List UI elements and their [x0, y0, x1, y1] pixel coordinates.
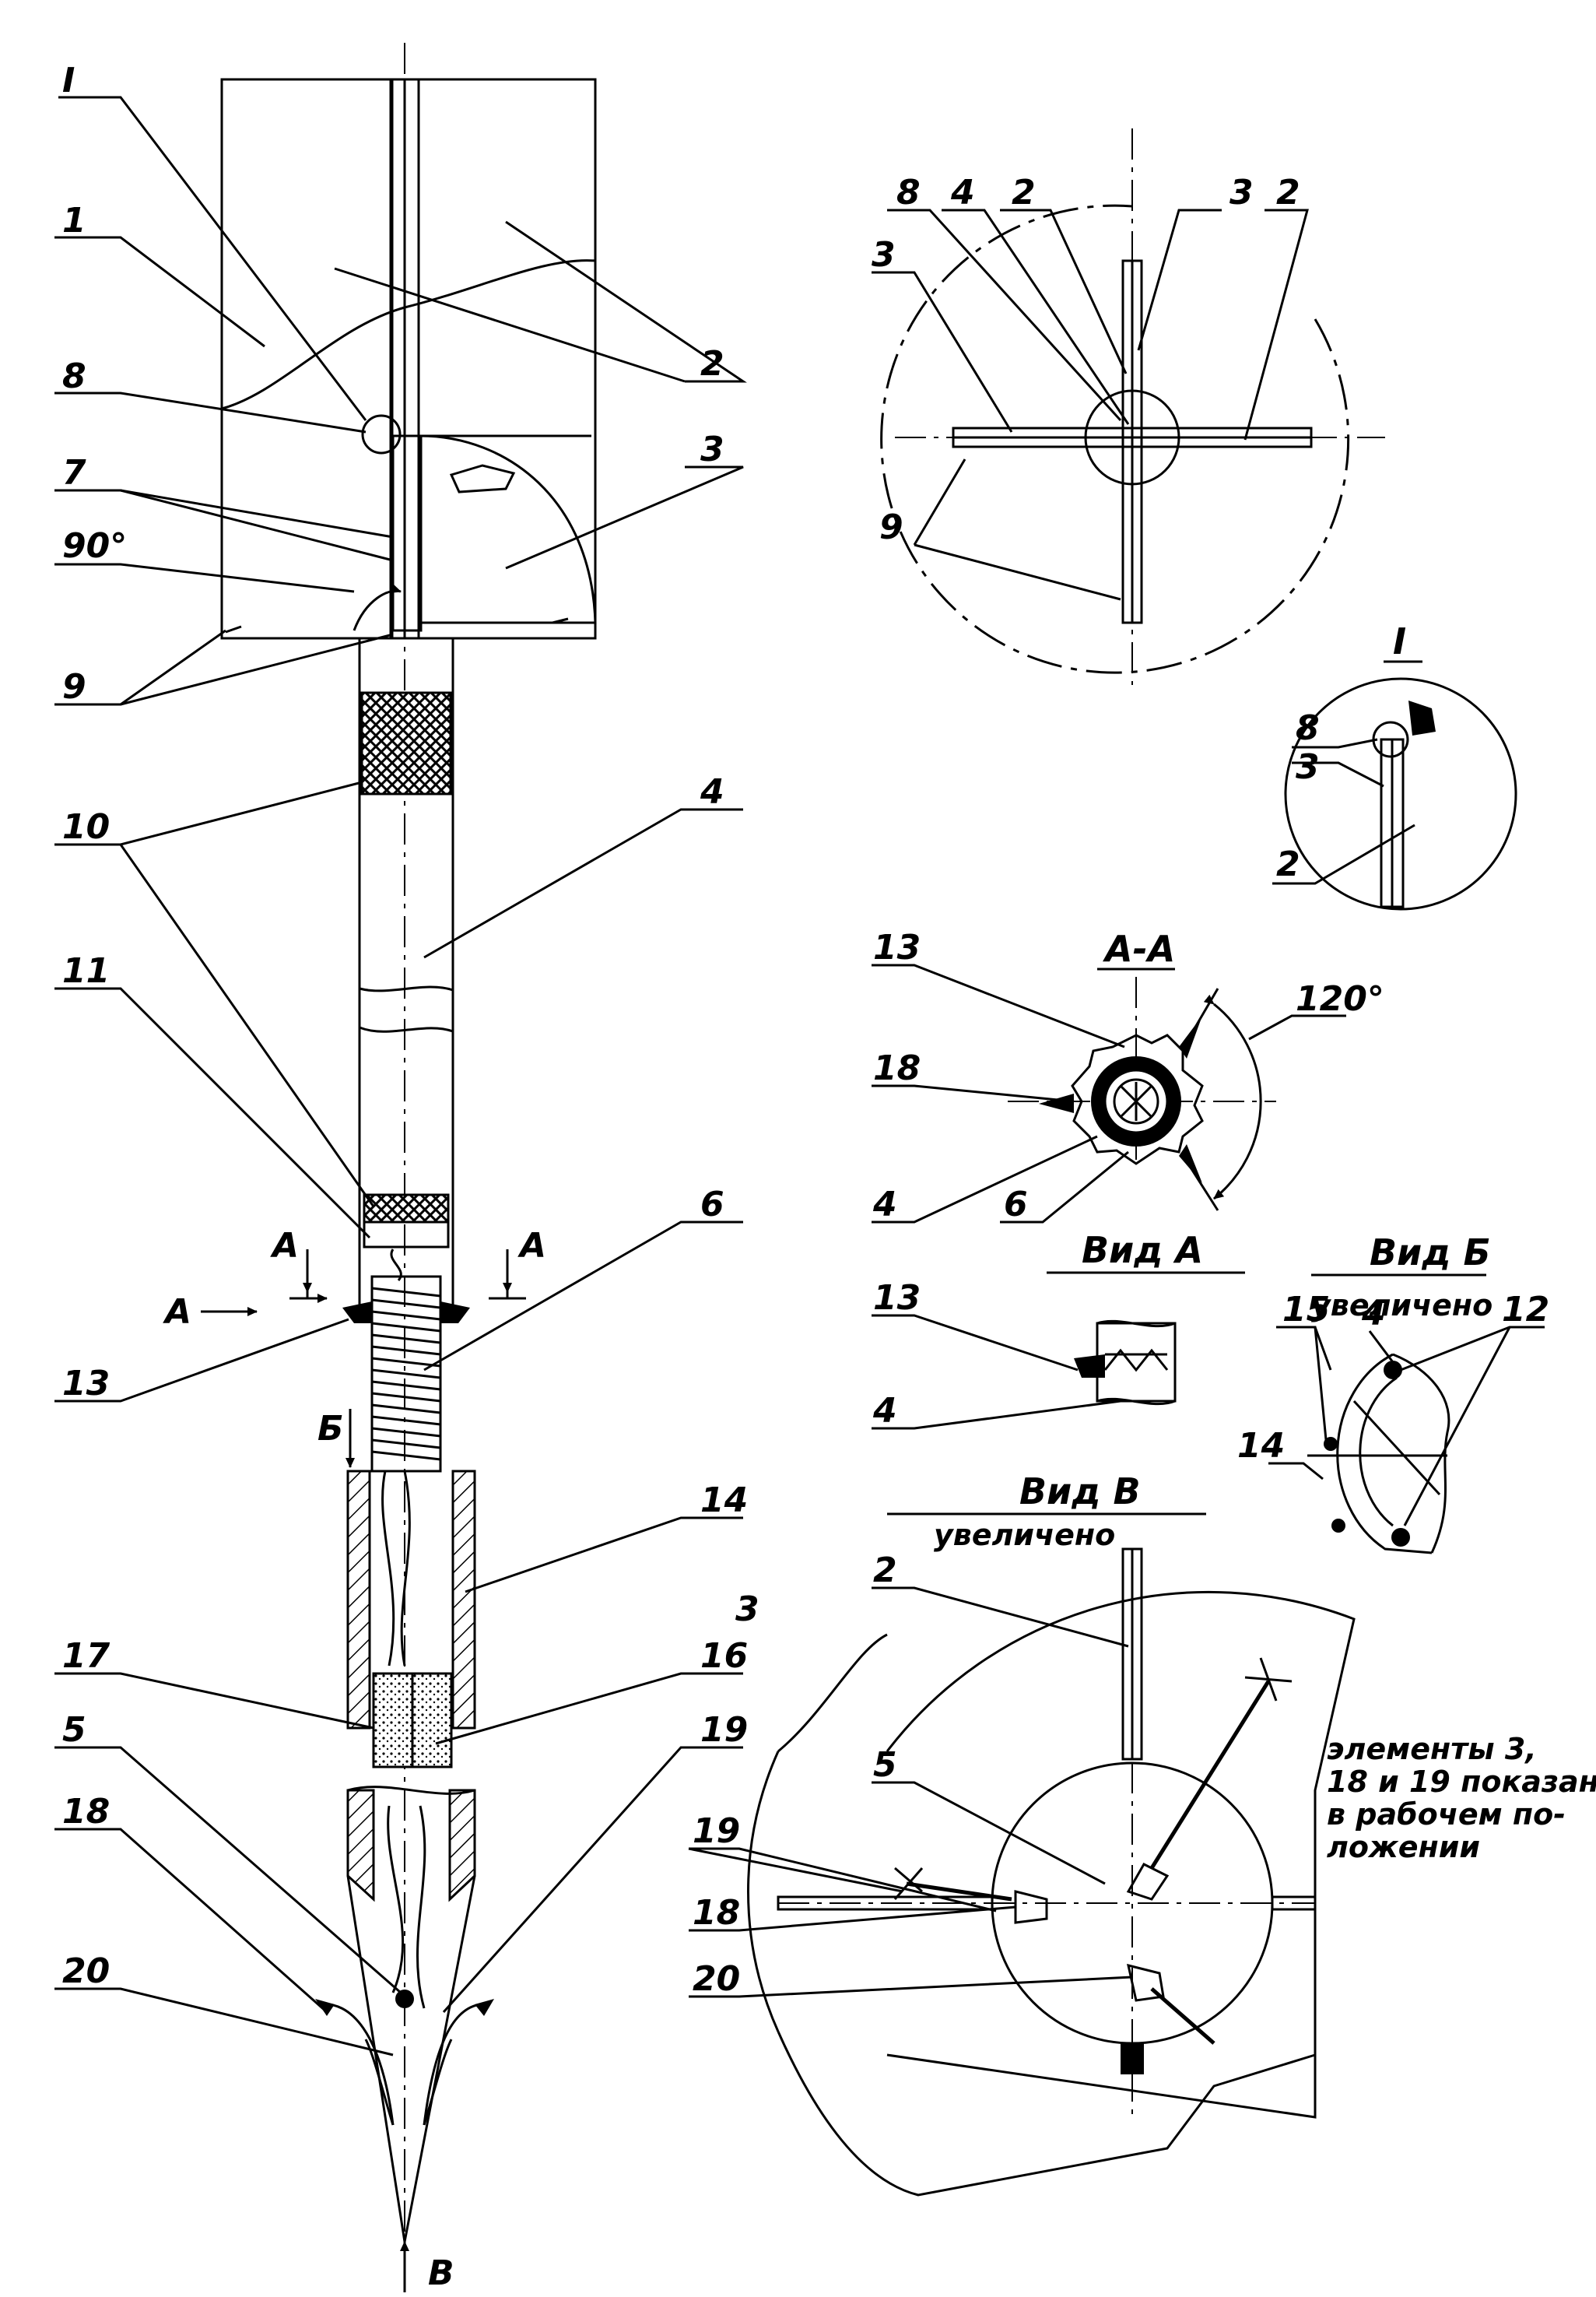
top-label-2b: 2	[1276, 173, 1300, 212]
view-B-shell	[1338, 1354, 1432, 1553]
view-V-note-line-2: 18 и 19 показаны	[1327, 1765, 1596, 1799]
label-2: 2	[700, 344, 724, 384]
view-B-label-12: 12	[1502, 1290, 1549, 1329]
label-19: 19	[700, 1710, 748, 1750]
view-B-title: Вид Б	[1370, 1231, 1491, 1273]
top-label-8: 8	[896, 173, 921, 212]
label-8: 8	[62, 356, 86, 396]
view-V-fin-3	[887, 1592, 1354, 2117]
label-section-A-left: A	[270, 1226, 299, 1266]
label-7: 7	[62, 453, 86, 493]
break-line-lower	[360, 1027, 453, 1031]
section-A-A: A-A 13 18 120° 4 6	[872, 928, 1384, 1224]
view-V: Вид В увеличено 2 3 5 19 18 20 элемент	[689, 1470, 1596, 2195]
aa-label-4: 4	[872, 1185, 897, 1224]
label-section-A-right: A	[517, 1226, 546, 1266]
detail-I-title: I	[1393, 620, 1406, 662]
top-label-2a: 2	[1012, 173, 1036, 212]
detail-I: I 8 3 2	[1272, 620, 1516, 909]
view-V-label-18: 18	[693, 1893, 740, 1933]
view-V-note-line-3: в рабочем по-	[1327, 1797, 1566, 1832]
launch-lug-13-right	[440, 1301, 470, 1323]
view-B-label-14: 14	[1237, 1426, 1285, 1466]
label-17: 17	[62, 1636, 110, 1676]
label-6: 6	[700, 1185, 724, 1224]
view-V-label-20: 20	[693, 1959, 740, 1999]
view-V-title: Вид В	[1019, 1470, 1141, 1512]
label-arrow-B: Б	[317, 1409, 344, 1449]
top-label-3b: 3	[872, 235, 896, 275]
fin-root-7	[393, 436, 421, 630]
label-view-I: I	[62, 61, 75, 100]
label-1: 1	[62, 201, 86, 241]
tip-joint-5	[395, 1990, 414, 2008]
top-label-3a: 3	[1229, 173, 1254, 212]
main-assembly	[54, 43, 743, 2292]
top-view	[872, 128, 1385, 685]
label-9: 9	[62, 667, 86, 707]
view-A-label-13: 13	[873, 1278, 921, 1318]
label-11: 11	[62, 951, 110, 991]
detail-I-label-3: 3	[1296, 747, 1320, 787]
detail-I-label-8: 8	[1296, 708, 1320, 748]
section-AA-title: A-A	[1103, 928, 1175, 970]
fin-3	[420, 436, 595, 623]
view-V-label-2: 2	[873, 1551, 897, 1590]
label-5: 5	[62, 1710, 86, 1750]
top-label-9: 9	[879, 508, 903, 547]
view-V-note-line-4: ложении	[1327, 1830, 1480, 1864]
view-A: Вид А 13 4	[872, 1229, 1245, 1431]
view-B: Вид Б увеличено 15 4 12 14	[1237, 1231, 1549, 1553]
label-18: 18	[62, 1792, 110, 1832]
fin-window	[451, 465, 514, 492]
detail-I-label-2: 2	[1276, 845, 1300, 884]
view-V-label-5: 5	[873, 1745, 897, 1785]
aa-label-6: 6	[1004, 1185, 1028, 1224]
label-arrow-A: A	[163, 1292, 191, 1332]
top-label-4: 4	[950, 173, 975, 212]
mesh-10-upper	[362, 693, 451, 794]
label-20: 20	[62, 1951, 110, 1991]
break-line-upper	[360, 987, 453, 991]
view-B-label-15: 15	[1282, 1290, 1330, 1329]
label-angle-90: 90°	[62, 526, 127, 566]
aa-label-angle-120: 120°	[1296, 979, 1384, 1019]
pivot-8	[363, 416, 400, 453]
aa-label-13: 13	[873, 928, 921, 968]
plug-11	[364, 1222, 448, 1247]
detail-I-circle	[1286, 679, 1516, 909]
view-A-title: Вид А	[1082, 1229, 1203, 1271]
view-V-rod-19	[1152, 1681, 1268, 1868]
view-B-label-4: 4	[1361, 1294, 1386, 1333]
label-arrow-V: B	[428, 2253, 454, 2293]
spring-6	[372, 1249, 440, 1471]
view-V-label-3: 3	[735, 1589, 759, 1629]
mesh-10-lower	[364, 1195, 448, 1222]
top-view-circle	[882, 205, 1349, 673]
label-4: 4	[700, 772, 724, 812]
label-10: 10	[62, 807, 110, 847]
coupler-14	[348, 1471, 475, 1767]
label-13: 13	[62, 1364, 110, 1403]
view-V-note-line-1: элементы 3,	[1327, 1732, 1537, 1766]
view-V-label-19: 19	[693, 1811, 740, 1851]
label-16: 16	[700, 1636, 748, 1676]
view-V-subtitle: увеличено	[934, 1518, 1115, 1552]
view-A-label-4: 4	[872, 1391, 897, 1431]
body-tube-4	[360, 638, 453, 1323]
aa-label-18: 18	[873, 1048, 921, 1088]
view-B-subtitle: увеличено	[1311, 1288, 1493, 1322]
label-14: 14	[700, 1480, 748, 1520]
label-3: 3	[700, 430, 724, 469]
